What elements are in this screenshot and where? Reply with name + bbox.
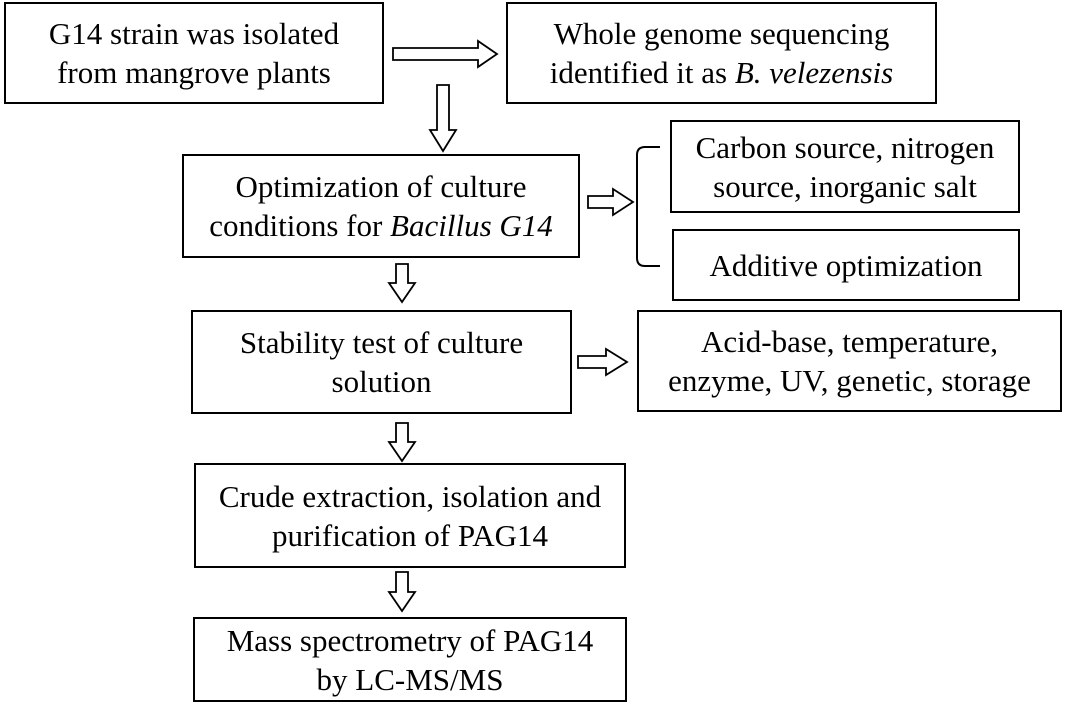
arrow-optimization-to-stability xyxy=(387,263,417,304)
box-isolation: G14 strain was isolated from mangrove pl… xyxy=(4,2,384,104)
nutrients-line1: Carbon source, nitrogen xyxy=(695,129,995,165)
box-mass-spec: Mass spectrometry of PAG14 by LC-MS/MS xyxy=(193,617,627,702)
optimization-line2-text: conditions for xyxy=(209,208,391,243)
extraction-line1: Crude extraction, isolation and xyxy=(218,478,602,514)
arrow-extraction-to-massspec xyxy=(387,571,417,613)
nutrients-line2: source, inorganic salt xyxy=(713,168,977,204)
isolation-line1: G14 strain was isolated xyxy=(48,16,340,51)
sequencing-line2-text: identified it as xyxy=(549,55,735,90)
box-nutrients: Carbon source, nitrogen source, inorgani… xyxy=(670,120,1020,213)
box-optimization: Optimization of culture conditions for B… xyxy=(182,154,580,258)
species-name: B. velezensis xyxy=(734,55,894,90)
arrow-stability-to-factors xyxy=(577,347,629,377)
stability-line1: Stability test of culture xyxy=(239,325,524,360)
optimization-line2: conditions for Bacillus G14 xyxy=(209,206,553,245)
arrow-isolation-to-sequencing xyxy=(392,39,499,69)
isolation-line2: from mangrove plants xyxy=(57,55,331,90)
options-bracket xyxy=(636,146,660,267)
mass-spec-line2: by LC-MS/MS xyxy=(316,661,504,697)
box-additive: Additive optimization xyxy=(672,229,1020,301)
box-sequencing: Whole genome sequencing identified it as… xyxy=(506,2,937,104)
stability-factors-line2: enzyme, UV, genetic, storage xyxy=(668,363,1031,398)
optimization-line1: Optimization of culture xyxy=(235,169,527,204)
additive-line1: Additive optimization xyxy=(709,247,983,283)
box-stability-factors: Acid-base, temperature, enzyme, UV, gene… xyxy=(637,310,1062,412)
arrow-stability-to-extraction xyxy=(387,422,417,463)
stability-line2: solution xyxy=(331,364,432,399)
mass-spec-line1: Mass spectrometry of PAG14 xyxy=(226,622,594,658)
extraction-line2: purification of PAG14 xyxy=(271,517,549,553)
strain-name: Bacillus G14 xyxy=(390,208,553,243)
sequencing-line1: Whole genome sequencing xyxy=(553,16,890,51)
arrow-to-optimization xyxy=(428,84,458,153)
box-stability: Stability test of culture solution xyxy=(191,310,572,414)
stability-factors-line1: Acid-base, temperature, xyxy=(701,324,998,359)
arrow-optimization-to-options xyxy=(587,187,635,217)
sequencing-line2: identified it as B. velezensis xyxy=(550,53,893,92)
box-extraction: Crude extraction, isolation and purifica… xyxy=(194,463,626,568)
